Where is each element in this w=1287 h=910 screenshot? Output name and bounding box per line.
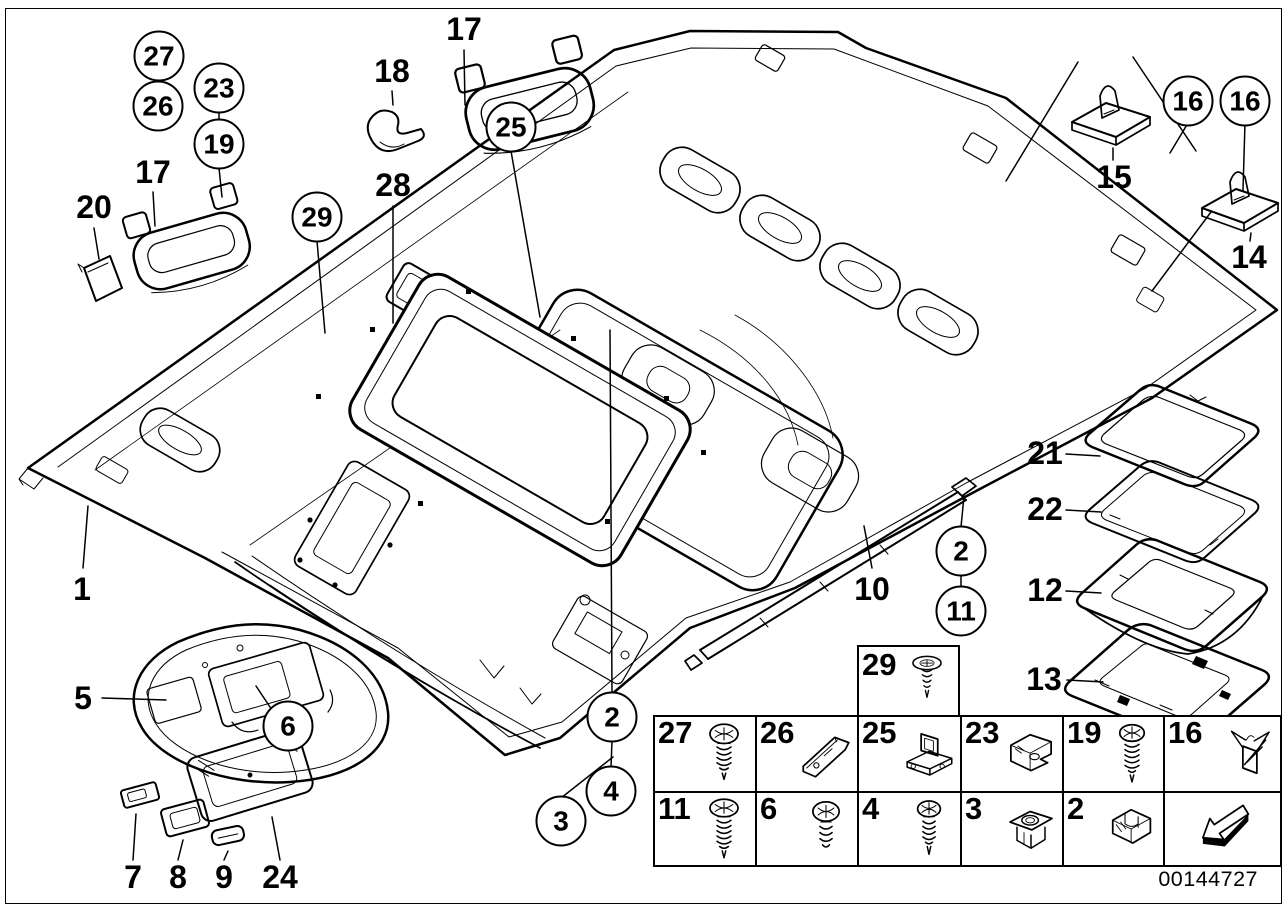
- callout-24[interactable]: 24: [262, 859, 298, 895]
- direction-arrow-icon: [1195, 797, 1251, 861]
- long-screw-icon: [1104, 722, 1160, 786]
- callout-9[interactable]: 9: [215, 859, 233, 895]
- callout-circle-19[interactable]: 19: [193, 118, 245, 170]
- trim-frame-21-drawing: [1084, 383, 1260, 488]
- callout-circle-11-right[interactable]: 11: [935, 585, 987, 637]
- front-console-5-drawing: [132, 622, 390, 784]
- legend-cell-arrow[interactable]: [1165, 793, 1280, 865]
- legend-number-2: 2: [1067, 791, 1085, 826]
- callout-1[interactable]: 1: [73, 571, 91, 607]
- callout-12[interactable]: 12: [1027, 572, 1063, 608]
- callout-28[interactable]: 28: [375, 167, 411, 203]
- bracket-rail-icon: [798, 722, 854, 786]
- small-part-8-drawing: [160, 798, 210, 838]
- legend-cell-2[interactable]: 2: [1064, 791, 1165, 865]
- console-carrier-24-drawing: [186, 727, 314, 823]
- housing-12-drawing: [1075, 537, 1269, 655]
- legend-cell-6[interactable]: 6: [757, 791, 859, 865]
- callout-circle-2-bottom[interactable]: 2: [586, 691, 638, 743]
- callout-17-left[interactable]: 17: [135, 154, 171, 190]
- callout-8[interactable]: 8: [169, 859, 187, 895]
- legend-number-11: 11: [658, 791, 691, 826]
- clip-14-drawing: [1201, 171, 1279, 232]
- trim-clip-icon: [1104, 797, 1160, 861]
- leader-lines: [82, 49, 1252, 861]
- grab-handle-17-left-drawing: [121, 182, 252, 294]
- rail-10-drawing: [684, 477, 977, 671]
- callout-circle-16-b[interactable]: 16: [1219, 75, 1271, 127]
- fastener-legend-table: 27 26 25 23 19 16 11 6: [653, 715, 1282, 867]
- page-border: [5, 8, 1282, 904]
- spring-clip-icon: [1221, 722, 1277, 786]
- callout-circle-6[interactable]: 6: [262, 700, 314, 752]
- legend-number-26: 26: [760, 715, 795, 750]
- callout-circle-27[interactable]: 27: [133, 30, 185, 82]
- callout-circle-2-right[interactable]: 2: [935, 525, 987, 577]
- legend-cell-29[interactable]: 29: [857, 645, 960, 715]
- callout-18[interactable]: 18: [374, 53, 410, 89]
- legend-cell-19[interactable]: 19: [1064, 715, 1165, 793]
- short-pan-screw-icon: [798, 797, 854, 861]
- callout-circle-16-a[interactable]: 16: [1162, 75, 1214, 127]
- grab-handle-17-top-drawing: [454, 34, 596, 154]
- legend-cell-23[interactable]: 23: [962, 715, 1064, 793]
- callout-circle-25[interactable]: 25: [485, 101, 537, 153]
- legend-cell-25[interactable]: 25: [859, 715, 962, 793]
- legend-cell-11[interactable]: 11: [655, 791, 757, 865]
- legend-cell-4[interactable]: 4: [859, 791, 962, 865]
- callout-5[interactable]: 5: [74, 680, 92, 716]
- legend-cell-16[interactable]: 16: [1165, 715, 1280, 793]
- oval-head-screw-icon: [901, 797, 957, 861]
- legend-number-6: 6: [760, 791, 778, 826]
- legend-cell-26[interactable]: 26: [757, 715, 859, 793]
- callout-circle-3[interactable]: 3: [535, 795, 587, 847]
- legend-number-4: 4: [862, 791, 880, 826]
- legend-cell-27[interactable]: 27: [655, 715, 757, 793]
- u-clip-icon: [1003, 722, 1059, 786]
- legend-number-3: 3: [965, 791, 983, 826]
- callout-13[interactable]: 13: [1026, 661, 1062, 697]
- callout-15[interactable]: 15: [1096, 159, 1132, 195]
- legend-number-23: 23: [965, 715, 1000, 750]
- small-part-7-drawing: [119, 781, 161, 809]
- legend-number-16: 16: [1168, 715, 1203, 750]
- callout-17-top[interactable]: 17: [446, 11, 482, 47]
- legend-number-25: 25: [862, 715, 897, 750]
- small-part-9-drawing: [210, 824, 245, 847]
- callout-22[interactable]: 22: [1027, 491, 1063, 527]
- callout-circle-29[interactable]: 29: [291, 191, 343, 243]
- legend-number-29: 29: [862, 647, 897, 682]
- diagram-id-number: 00144727: [1158, 867, 1258, 891]
- callout-20[interactable]: 20: [76, 189, 112, 225]
- cover-plate-20-drawing: [77, 255, 123, 302]
- callout-21[interactable]: 21: [1027, 435, 1063, 471]
- frame-clip-icon: [901, 722, 957, 786]
- countersunk-screw-icon: [902, 651, 952, 711]
- callout-circle-23[interactable]: 23: [193, 62, 245, 114]
- long-pan-screw-icon: [696, 797, 752, 861]
- callout-7[interactable]: 7: [124, 859, 142, 895]
- sunroof-frame-drawing: [348, 272, 692, 568]
- callout-circle-4[interactable]: 4: [585, 765, 637, 817]
- sunroof-frame-fastener-dots: [316, 289, 706, 524]
- legend-number-19: 19: [1067, 715, 1102, 750]
- pan-head-screw-icon: [696, 722, 752, 786]
- hook-cover-18-drawing: [366, 109, 425, 152]
- legend-number-27: 27: [658, 715, 693, 750]
- expanding-nut-icon: [1003, 797, 1059, 861]
- legend-cell-3[interactable]: 3: [962, 791, 1064, 865]
- callout-14[interactable]: 14: [1231, 239, 1267, 275]
- callout-circle-26[interactable]: 26: [132, 80, 184, 132]
- callout-10[interactable]: 10: [854, 571, 890, 607]
- clip-15-drawing: [1071, 85, 1151, 146]
